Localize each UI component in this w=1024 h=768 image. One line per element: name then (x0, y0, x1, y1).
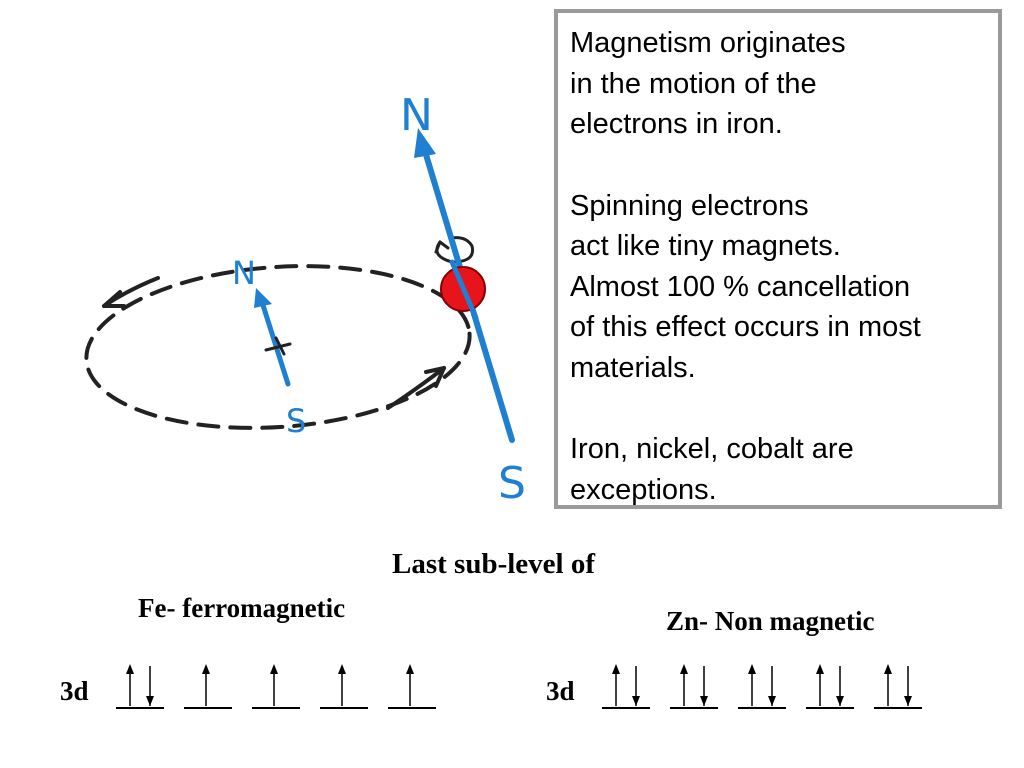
spin-up-arrow (884, 664, 892, 706)
fe-label: Fe- ferromagnetic (138, 593, 346, 623)
electron-orbit (84, 264, 472, 430)
zn-orbital-3 (738, 664, 786, 709)
explanation-textbox: Magnetism originates in the motion of th… (554, 9, 1002, 509)
spin-down-arrow (836, 666, 844, 706)
spin-up-arrow (748, 664, 756, 706)
fe-sublevel-label: 3d (60, 676, 89, 706)
spin-curl-arrow (434, 236, 475, 264)
zn-sublevel-label: 3d (546, 676, 575, 706)
fe-orbital-3 (252, 664, 300, 709)
spin-up-arrow (612, 664, 620, 706)
spin-up-arrow (406, 664, 414, 706)
zn-orbital-1 (602, 664, 650, 709)
electron-spin-diagram: N S N S (84, 90, 526, 509)
sublevel-heading: Last sub-level of (392, 548, 595, 580)
spin-up-arrow (202, 664, 210, 706)
spin-up-arrow (680, 664, 688, 706)
fe-orbital-1 (116, 664, 164, 709)
spin-down-arrow (632, 666, 640, 706)
explanation-paragraph-1: Magnetism originates in the motion of th… (570, 27, 846, 140)
zn-orbital-4 (806, 664, 854, 709)
spin-down-arrow (700, 666, 708, 706)
big-magnet-south-label: S (498, 458, 526, 509)
spin-down-arrow (768, 666, 776, 706)
fe-orbital-4 (320, 664, 368, 709)
spin-up-arrow (126, 664, 134, 706)
zn-orbital-2 (670, 664, 718, 709)
orbit-direction-arrow-right (386, 366, 446, 410)
fe-orbital-5 (388, 664, 436, 709)
small-magnet-north-label: N (232, 254, 256, 292)
spin-down-arrow (146, 666, 154, 706)
spin-up-arrow (270, 664, 278, 706)
explanation-paragraph-2: Spinning electrons act like tiny magnets… (570, 189, 921, 384)
spin-down-arrow (904, 666, 912, 706)
spin-up-arrow (338, 664, 346, 706)
small-magnet-south-label: S (286, 402, 306, 440)
orbital-boxes (116, 664, 922, 709)
fe-orbital-2 (184, 664, 232, 709)
orbit-direction-arrow-left (102, 276, 160, 308)
zn-label: Zn- Non magnetic (666, 606, 875, 636)
spin-up-arrow (816, 664, 824, 706)
explanation-paragraph-3: Iron, nickel, cobalt are exceptions. (570, 433, 854, 506)
big-magnet-north-label: N (400, 90, 433, 141)
orbital-magnet (254, 288, 292, 387)
zn-orbital-5 (874, 664, 922, 709)
